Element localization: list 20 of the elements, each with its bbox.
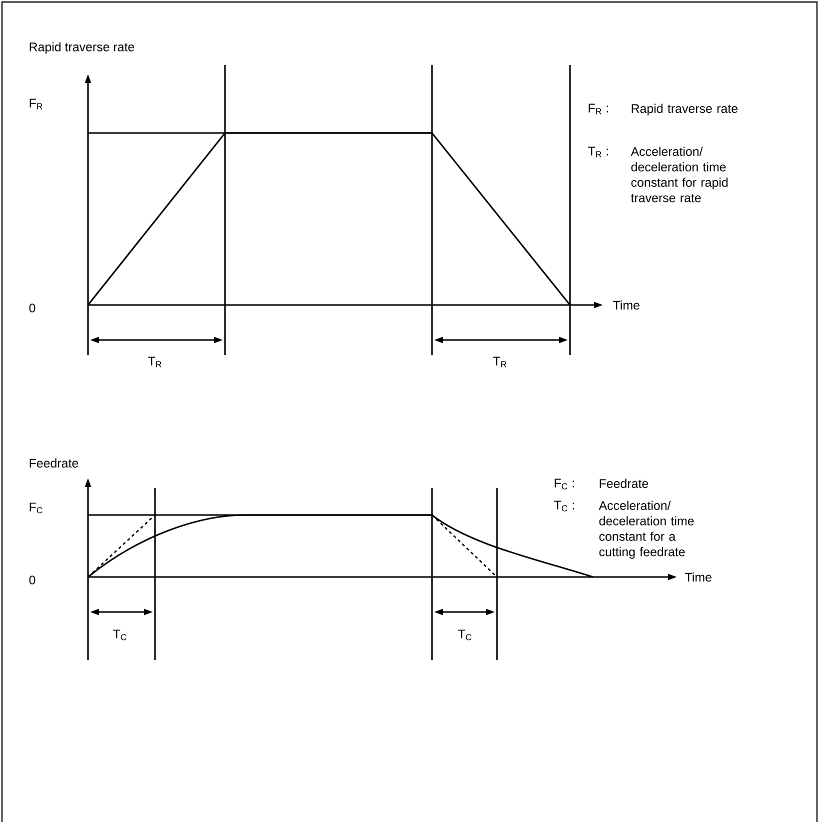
legend-text: Rapid traverse rate xyxy=(632,104,738,116)
legend-symbol: T$_{C}$ : xyxy=(554,500,574,512)
legend-text: Acceleration/ deceleration time constant for rapid traverse rate xyxy=(630,146,728,202)
legend-symbol: F$_{C}$ : xyxy=(554,478,574,490)
axis-title: Rapid traverse rate xyxy=(30,42,134,54)
legend-text: Acceleration/ deceleration time constant for a cutting feedrate xyxy=(598,500,694,559)
axis-title: Time xyxy=(685,572,712,582)
axis-tick-label: F$_{R}$ xyxy=(30,98,42,110)
legend-symbol: T$_{R}$ : xyxy=(588,146,608,158)
legend-symbol: F$_{R}$ : xyxy=(588,104,608,114)
dimension-label: T$_{C}$ xyxy=(113,630,126,640)
dimension-label: T$_{C}$ xyxy=(458,630,472,640)
axis-tick-label: 0 xyxy=(29,576,36,584)
axis-title: Feedrate xyxy=(30,458,78,468)
axis-tick-label: 0 xyxy=(29,304,36,312)
axis-tick-label: F$_{C}$ xyxy=(30,502,42,514)
dimension-label: T$_{R}$ xyxy=(148,356,162,368)
legend-text: Feedrate xyxy=(600,478,648,488)
dimension-label: T$_{R}$ xyxy=(493,356,506,368)
axis-title: Time xyxy=(613,300,640,310)
